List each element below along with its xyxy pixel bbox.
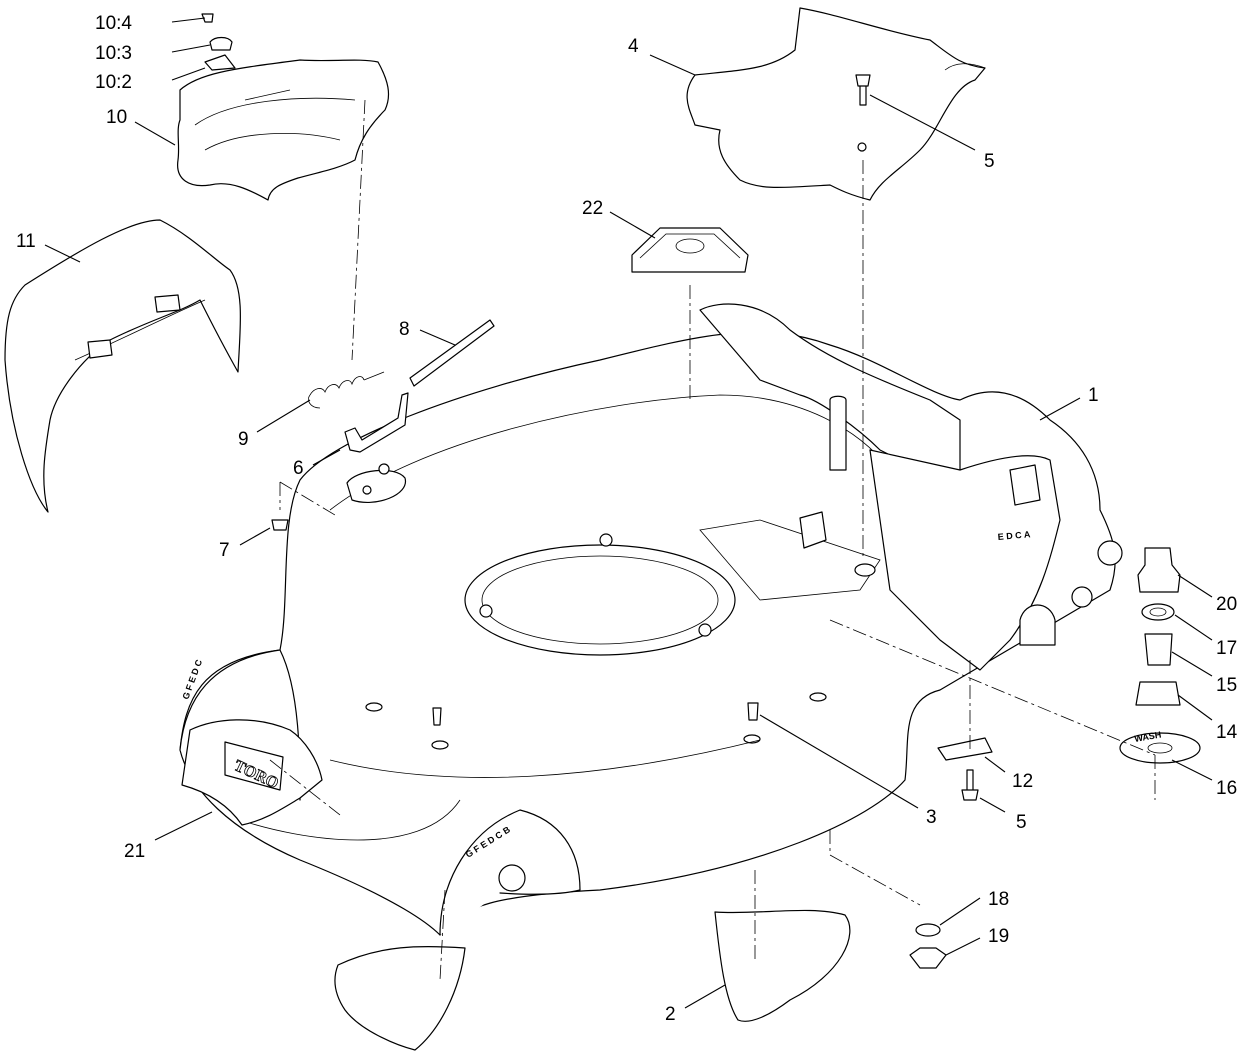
callout-10-2: 10:2 bbox=[95, 72, 132, 93]
clip-12 bbox=[937, 737, 993, 761]
callout-3: 3 bbox=[926, 807, 937, 828]
bolt-5-top bbox=[855, 74, 871, 106]
wash-label: WASH bbox=[1134, 729, 1162, 744]
top-baffle bbox=[686, 7, 986, 201]
callout-5-bottom: 5 bbox=[1016, 812, 1027, 833]
callout-11: 11 bbox=[16, 231, 36, 252]
mower-deck bbox=[179, 303, 1123, 936]
screw-3b bbox=[432, 707, 442, 726]
callout-4: 4 bbox=[628, 36, 639, 57]
bolt-5-bottom bbox=[961, 769, 979, 801]
wash-port-assembly bbox=[1119, 547, 1201, 764]
callout-17: 17 bbox=[1216, 638, 1237, 659]
callout-1: 1 bbox=[1088, 385, 1099, 406]
leader-lines bbox=[44, 17, 1213, 1009]
height-marks-right: E D C A bbox=[997, 529, 1031, 542]
lift-bracket bbox=[344, 392, 409, 453]
callout-15: 15 bbox=[1216, 675, 1237, 696]
skid-left bbox=[334, 945, 466, 1051]
screw-3 bbox=[747, 702, 759, 721]
callout-14: 14 bbox=[1216, 722, 1238, 743]
screw-7 bbox=[271, 519, 289, 531]
grass-guide-decal bbox=[631, 227, 749, 273]
callout-10-4: 10:4 bbox=[95, 13, 132, 34]
callout-2: 2 bbox=[665, 1004, 676, 1025]
callout-9: 9 bbox=[238, 429, 249, 450]
skid-right bbox=[714, 909, 851, 1022]
callout-6: 6 bbox=[293, 458, 304, 479]
callout-10-3: 10:3 bbox=[95, 43, 132, 64]
callout-22: 22 bbox=[582, 198, 603, 219]
callout-18: 18 bbox=[988, 889, 1009, 910]
callout-12: 12 bbox=[1012, 771, 1033, 792]
callout-10: 10 bbox=[106, 107, 127, 128]
rear-baffle-assembly bbox=[177, 13, 390, 201]
lift-rod bbox=[409, 319, 495, 387]
nut-19 bbox=[909, 947, 947, 969]
toro-decal bbox=[181, 719, 323, 826]
spring bbox=[308, 371, 385, 409]
callout-8: 8 bbox=[399, 319, 410, 340]
assembly-lines bbox=[269, 99, 1156, 981]
callout-7: 7 bbox=[219, 540, 230, 561]
callout-5-top: 5 bbox=[984, 151, 995, 172]
rear-flap bbox=[4, 219, 242, 513]
callout-16: 16 bbox=[1216, 778, 1237, 799]
callout-19: 19 bbox=[988, 926, 1009, 947]
washer-18 bbox=[915, 923, 941, 937]
callout-21: 21 bbox=[124, 841, 145, 862]
callout-20: 20 bbox=[1216, 594, 1237, 615]
